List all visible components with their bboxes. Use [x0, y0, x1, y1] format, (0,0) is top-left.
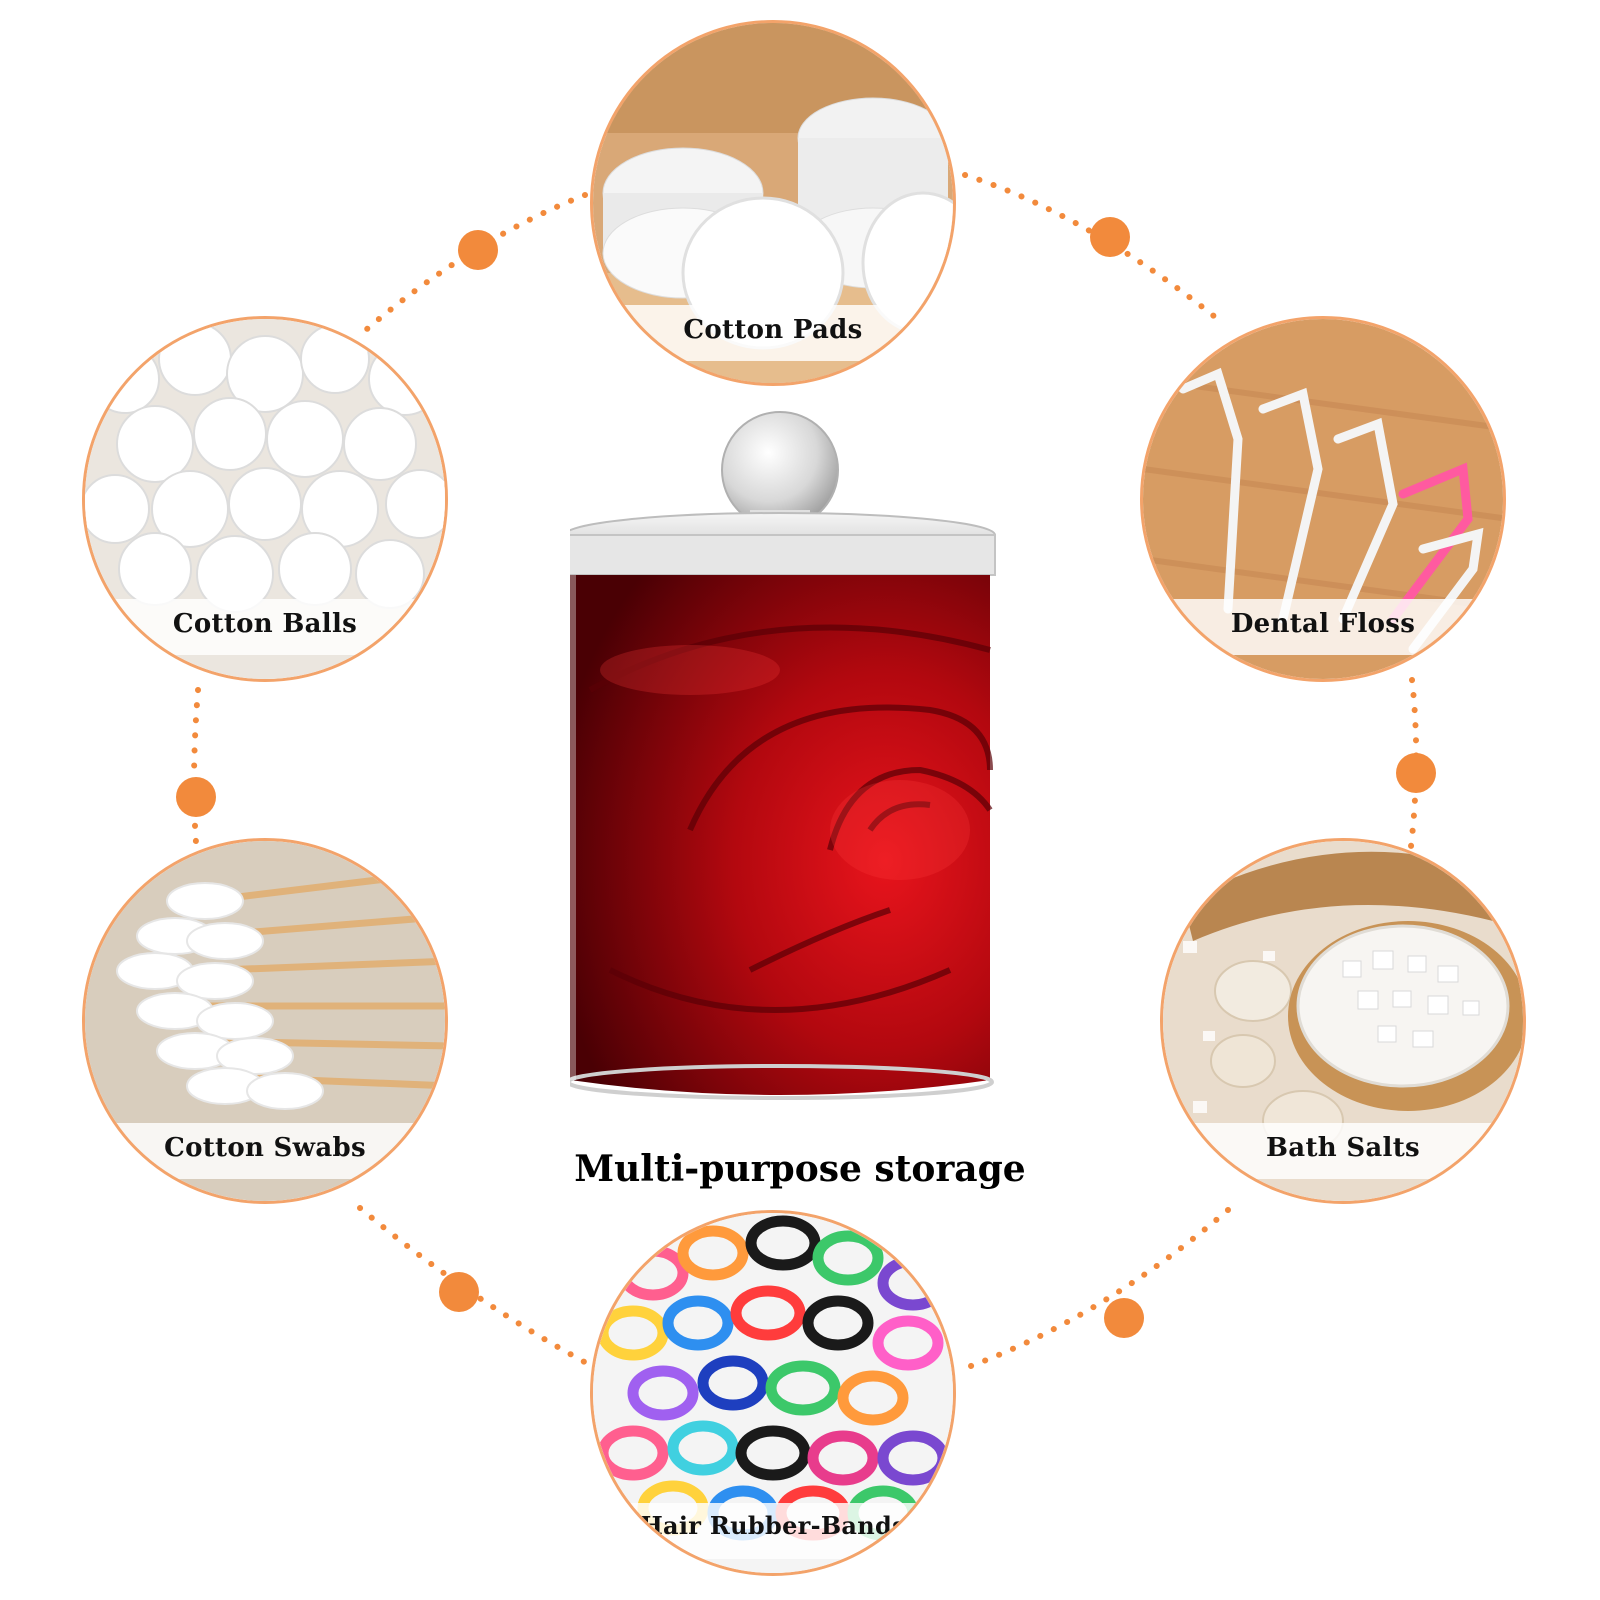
connector-node — [458, 230, 498, 270]
storage-jar-image — [570, 411, 996, 1100]
bath-salts-label: Bath Salts — [1266, 1133, 1420, 1163]
dental-floss-label: Dental Floss — [1230, 609, 1416, 639]
connector-salts-bands — [957, 1207, 1231, 1373]
bath-salts-image — [1163, 841, 1523, 1201]
cotton-balls-label: Cotton Balls — [172, 609, 358, 639]
cotton-swabs-image — [85, 841, 445, 1201]
connector-node — [1090, 217, 1130, 257]
connector-pads-balls — [357, 192, 588, 338]
center-title: Multi-purpose storage — [574, 1148, 1026, 1190]
dental-floss-circle: Dental Floss — [1140, 316, 1506, 682]
connector-node — [1104, 1298, 1144, 1338]
connector-swabs-bands — [357, 1205, 593, 1368]
bath-salts-circle: Bath Salts — [1160, 838, 1526, 1204]
cotton-balls-circle: Cotton Balls — [82, 316, 448, 682]
cotton-pads-circle: Cotton Pads — [590, 20, 956, 386]
cotton-swabs-label: Cotton Swabs — [164, 1133, 366, 1163]
hair-bands-label: Hair Rubber-Bands — [640, 1511, 906, 1540]
connector-node — [176, 777, 216, 817]
connector-pads-floss — [962, 172, 1228, 328]
connector-node — [439, 1272, 479, 1312]
connector-node — [1396, 753, 1436, 793]
cotton-swabs-circle: Cotton Swabs — [82, 838, 448, 1204]
cotton-pads-label: Cotton Pads — [683, 315, 863, 345]
hair-bands-circle: Hair Rubber-Bands — [590, 1210, 956, 1576]
